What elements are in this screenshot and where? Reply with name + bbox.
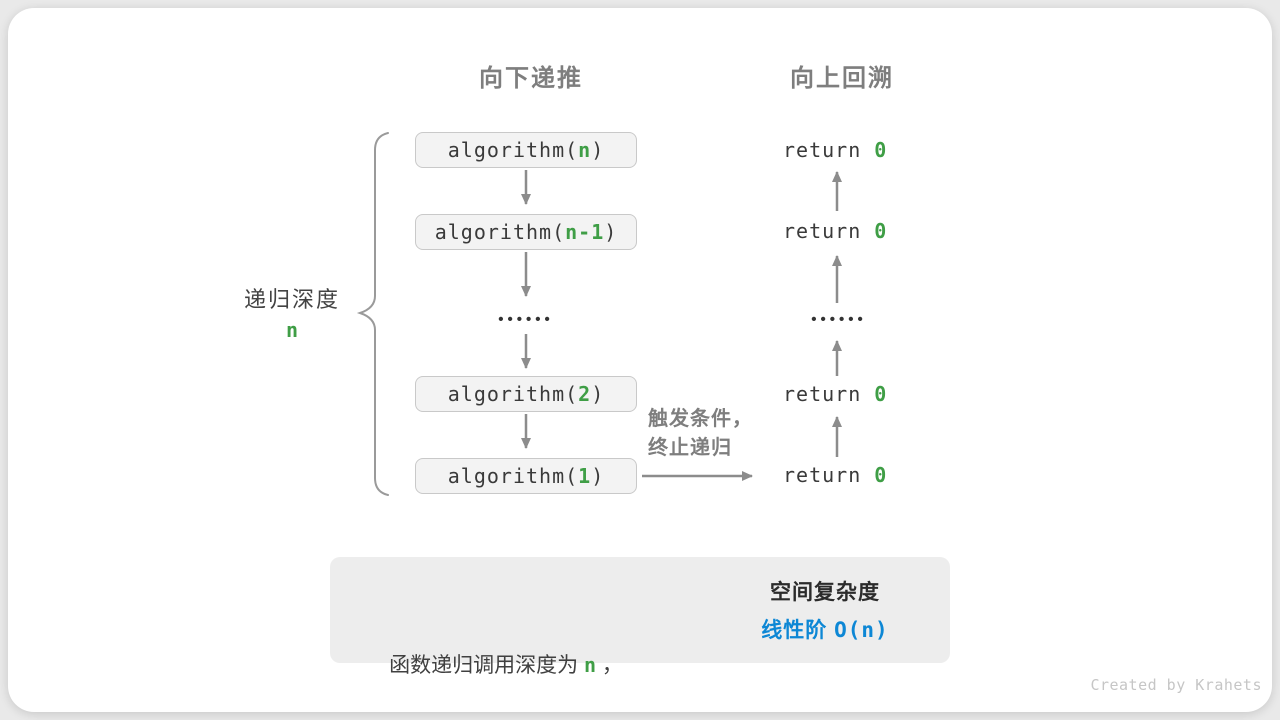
call-box-algorithm-2: algorithm(2): [415, 376, 637, 412]
code-text: ): [604, 220, 618, 244]
code-text: algorithm(: [447, 382, 579, 406]
depth-value: n: [285, 318, 299, 342]
code-text: algorithm(: [447, 138, 579, 162]
space-complexity-title: 空间复杂度: [770, 581, 880, 604]
return-value: 0: [874, 138, 888, 162]
code-arg: n: [578, 138, 592, 162]
summary-var-n: n: [583, 653, 597, 677]
call-box-algorithm-n: algorithm(n): [415, 132, 637, 168]
code-arg: n-1: [565, 220, 605, 244]
code-arg: 2: [578, 382, 592, 406]
summary-line1: 函数递归调用深度为 n ，: [345, 646, 667, 685]
code-text: algorithm(: [434, 220, 566, 244]
terminate-note-line1: 触发条件，: [648, 408, 753, 430]
ellipsis-right: ••••••: [811, 311, 867, 328]
result-label: 线性阶: [761, 619, 835, 642]
depth-label: 递归深度: [243, 287, 340, 312]
terminate-note-line2: 终止递归: [648, 437, 732, 459]
code-text: algorithm(: [447, 464, 579, 488]
return-statement: return 0: [783, 382, 887, 406]
call-box-algorithm-1: algorithm(1): [415, 458, 637, 494]
code-text: return: [783, 382, 875, 406]
code-text: ): [591, 464, 605, 488]
code-text: ): [591, 138, 605, 162]
code-arg: 1: [578, 464, 592, 488]
header-recurse-down: 向下递推: [479, 65, 583, 92]
summary-panel: [330, 557, 950, 663]
code-text: return: [783, 463, 875, 487]
return-statement: return 0: [783, 219, 887, 243]
summary-statement: 函数递归调用深度为 n ， 共使用 O(n) 的栈帧空间: [345, 570, 667, 720]
return-statement: return 0: [783, 463, 887, 487]
call-box-algorithm-n-1: algorithm(n-1): [415, 214, 637, 250]
return-value: 0: [874, 219, 888, 243]
code-text: return: [783, 219, 875, 243]
header-backtrack-up: 向上回溯: [790, 65, 894, 92]
watermark-credit: Created by Krahets: [1090, 676, 1262, 694]
code-text: ): [591, 382, 605, 406]
ellipsis-left: ••••••: [498, 311, 554, 328]
space-complexity-result: 线性阶 O(n): [715, 614, 935, 644]
code-text: return: [783, 138, 875, 162]
return-value: 0: [874, 463, 888, 487]
return-statement: return 0: [783, 138, 887, 162]
result-big-o: O(n): [834, 618, 889, 642]
return-value: 0: [874, 382, 888, 406]
summary-text: ，: [596, 654, 623, 677]
summary-text: 函数递归调用深度为: [389, 654, 584, 677]
